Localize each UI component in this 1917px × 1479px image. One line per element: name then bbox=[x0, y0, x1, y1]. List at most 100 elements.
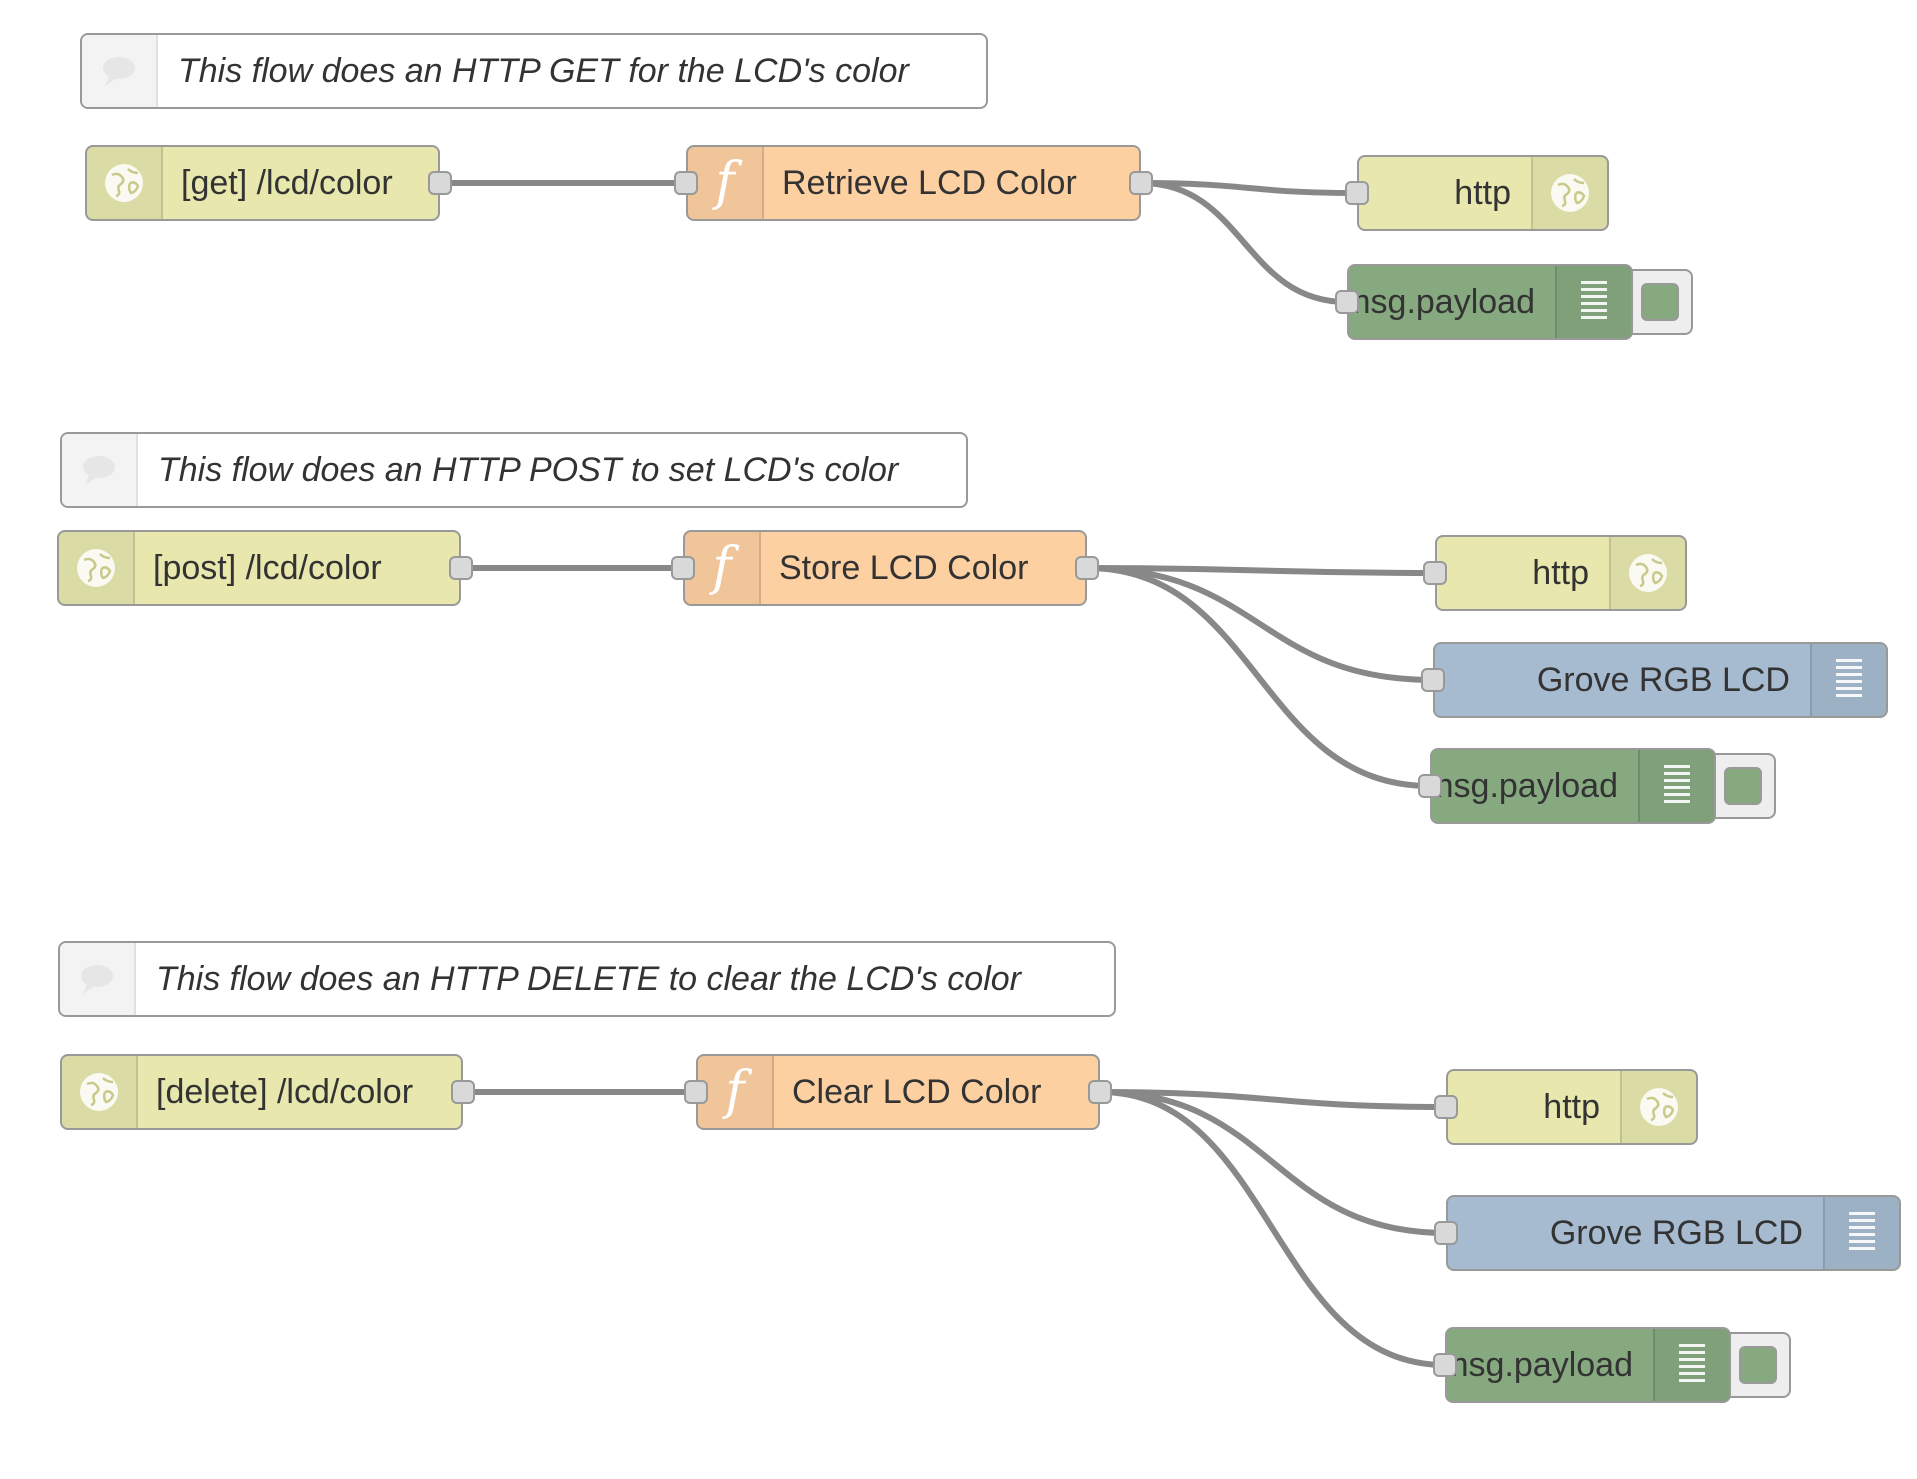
comment-text: This flow does an HTTP GET for the LCD's… bbox=[178, 52, 909, 90]
input-port[interactable] bbox=[674, 171, 698, 195]
node-label: http bbox=[1454, 174, 1511, 212]
http-response-node[interactable]: http bbox=[1357, 155, 1609, 231]
globe-icon bbox=[1611, 537, 1685, 609]
grove-lcd-node[interactable]: Grove RGB LCD bbox=[1433, 642, 1888, 718]
output-port[interactable] bbox=[1129, 171, 1153, 195]
comment-text: This flow does an HTTP DELETE to clear t… bbox=[156, 960, 1021, 998]
debug-toggle-indicator bbox=[1739, 1346, 1777, 1384]
input-port[interactable] bbox=[1421, 668, 1445, 692]
node-label: msg.payload bbox=[1440, 1346, 1633, 1384]
http-in-node[interactable]: [get] /lcd/color bbox=[85, 145, 440, 221]
node-icon-box bbox=[1810, 644, 1886, 716]
debug-toggle-button[interactable] bbox=[1725, 1332, 1791, 1398]
input-port[interactable] bbox=[1433, 1353, 1457, 1377]
node-label: [post] /lcd/color bbox=[153, 549, 382, 587]
comment-icon bbox=[82, 35, 156, 107]
debug-toggle-indicator bbox=[1724, 767, 1762, 805]
list-icon bbox=[1655, 1329, 1729, 1401]
debug-node[interactable]: msg.payload bbox=[1440, 1327, 1731, 1403]
function-icon: f bbox=[688, 147, 762, 219]
node-icon-box bbox=[62, 1056, 138, 1128]
function-node[interactable]: f Retrieve LCD Color bbox=[686, 145, 1141, 221]
node-label: http bbox=[1543, 1088, 1600, 1126]
list-icon bbox=[1825, 1197, 1899, 1269]
wire[interactable] bbox=[1086, 565, 1436, 576]
node-label: Store LCD Color bbox=[779, 549, 1029, 587]
node-icon-box bbox=[1638, 750, 1714, 822]
output-port[interactable] bbox=[428, 171, 452, 195]
node-label: Clear LCD Color bbox=[792, 1073, 1042, 1111]
wire[interactable] bbox=[1140, 180, 1348, 305]
node-icon-box bbox=[60, 943, 136, 1015]
wire[interactable] bbox=[1140, 180, 1358, 196]
globe-icon bbox=[1622, 1071, 1696, 1143]
output-port[interactable] bbox=[449, 556, 473, 580]
node-label: [get] /lcd/color bbox=[181, 164, 393, 202]
node-icon-box bbox=[1609, 537, 1685, 609]
function-node[interactable]: f Clear LCD Color bbox=[696, 1054, 1100, 1130]
comment-icon bbox=[60, 943, 134, 1015]
grove-lcd-node[interactable]: Grove RGB LCD bbox=[1446, 1195, 1901, 1271]
svg-text:f: f bbox=[721, 1062, 752, 1121]
node-label: Grove RGB LCD bbox=[1536, 661, 1790, 699]
comment-node[interactable]: This flow does an HTTP POST to set LCD's… bbox=[60, 432, 968, 508]
node-icon-box: f bbox=[685, 532, 761, 604]
list-icon bbox=[1557, 266, 1631, 338]
node-icon-box bbox=[1620, 1071, 1696, 1143]
globe-icon bbox=[1533, 157, 1607, 229]
output-port[interactable] bbox=[1075, 556, 1099, 580]
node-label: Grove RGB LCD bbox=[1549, 1214, 1803, 1252]
svg-text:f: f bbox=[711, 153, 742, 212]
debug-node[interactable]: msg.payload bbox=[1342, 264, 1633, 340]
comment-node[interactable]: This flow does an HTTP DELETE to clear t… bbox=[58, 941, 1116, 1017]
debug-toggle-button[interactable] bbox=[1710, 753, 1776, 819]
node-icon-box bbox=[1531, 157, 1607, 229]
function-icon: f bbox=[685, 532, 759, 604]
globe-icon bbox=[62, 1056, 136, 1128]
node-icon-box bbox=[1555, 266, 1631, 338]
debug-toggle-button[interactable] bbox=[1627, 269, 1693, 335]
function-node[interactable]: f Store LCD Color bbox=[683, 530, 1087, 606]
wire[interactable] bbox=[1099, 1089, 1447, 1236]
input-port[interactable] bbox=[684, 1080, 708, 1104]
input-port[interactable] bbox=[671, 556, 695, 580]
comment-text: This flow does an HTTP POST to set LCD's… bbox=[158, 451, 899, 489]
input-port[interactable] bbox=[1423, 561, 1447, 585]
http-response-node[interactable]: http bbox=[1446, 1069, 1698, 1145]
list-icon bbox=[1640, 750, 1714, 822]
input-port[interactable] bbox=[1335, 290, 1359, 314]
node-label: msg.payload bbox=[1342, 283, 1535, 321]
wire[interactable] bbox=[1086, 565, 1431, 789]
comment-icon bbox=[62, 434, 136, 506]
node-icon-box bbox=[82, 35, 158, 107]
input-port[interactable] bbox=[1434, 1095, 1458, 1119]
node-label: msg.payload bbox=[1425, 767, 1618, 805]
wire[interactable] bbox=[1086, 565, 1434, 683]
http-in-node[interactable]: [post] /lcd/color bbox=[57, 530, 461, 606]
function-icon: f bbox=[698, 1056, 772, 1128]
node-icon-box bbox=[62, 434, 138, 506]
wire[interactable] bbox=[1099, 1089, 1447, 1110]
node-label: Retrieve LCD Color bbox=[782, 164, 1077, 202]
node-label: http bbox=[1532, 554, 1589, 592]
debug-node[interactable]: msg.payload bbox=[1425, 748, 1716, 824]
wire[interactable] bbox=[1099, 1089, 1446, 1368]
input-port[interactable] bbox=[1345, 181, 1369, 205]
svg-text:f: f bbox=[708, 538, 739, 597]
list-icon bbox=[1812, 644, 1886, 716]
node-label: [delete] /lcd/color bbox=[156, 1073, 414, 1111]
comment-node[interactable]: This flow does an HTTP GET for the LCD's… bbox=[80, 33, 988, 109]
http-in-node[interactable]: [delete] /lcd/color bbox=[60, 1054, 463, 1130]
output-port[interactable] bbox=[451, 1080, 475, 1104]
globe-icon bbox=[59, 532, 133, 604]
input-port[interactable] bbox=[1418, 774, 1442, 798]
input-port[interactable] bbox=[1434, 1221, 1458, 1245]
node-icon-box bbox=[1823, 1197, 1899, 1269]
node-icon-box bbox=[87, 147, 163, 219]
node-icon-box bbox=[1653, 1329, 1729, 1401]
node-icon-box bbox=[59, 532, 135, 604]
output-port[interactable] bbox=[1088, 1080, 1112, 1104]
node-icon-box: f bbox=[698, 1056, 774, 1128]
http-response-node[interactable]: http bbox=[1435, 535, 1687, 611]
